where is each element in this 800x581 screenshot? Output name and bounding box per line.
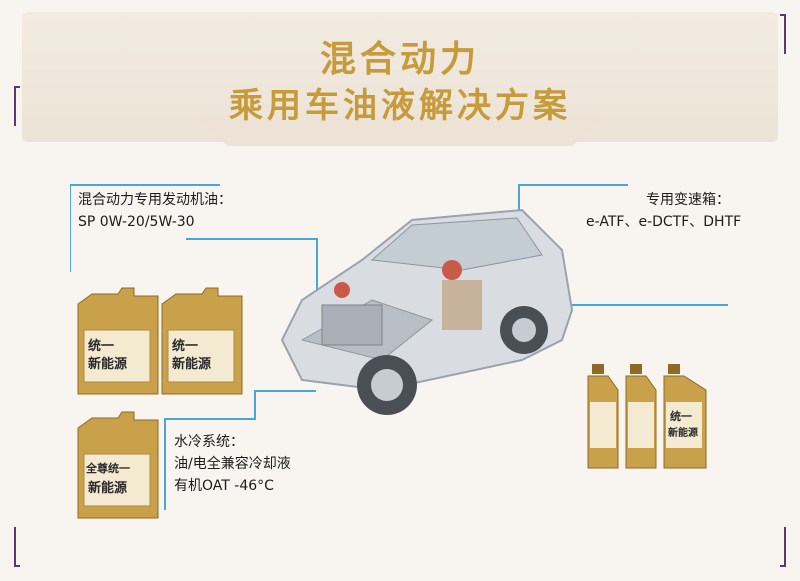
title-banner-tab — [195, 118, 605, 146]
transmission-bottom-line — [518, 304, 728, 306]
bottle-line-text: 新能源 — [668, 426, 698, 439]
coolant-jug-line-text: 新能源 — [88, 480, 127, 496]
transmission-heading: 专用变速箱： — [646, 192, 730, 208]
coolant-leader-h — [254, 390, 316, 392]
jug-brand-text: 统一 — [88, 338, 114, 354]
coolant-jug-top-text: 全尊统一 — [85, 461, 130, 475]
engine-leader-line-v — [316, 238, 318, 298]
frame-corner-bottom-left — [14, 527, 20, 567]
transmission-top-line — [518, 184, 628, 186]
coolant-heading: 水冷系统： — [174, 434, 244, 450]
engine-label-top-line — [70, 184, 220, 186]
transmission-spec: e-ATF、e-DCTF、DHTF — [586, 214, 742, 230]
jug-line-text: 新能源 — [172, 356, 211, 372]
frame-corner-top-right — [780, 14, 786, 54]
coolant-detail-2: 有机OAT -46°C — [174, 478, 274, 494]
coolant-jug: 全尊统一 新能源 — [77, 411, 159, 519]
engine-oil-jugs: 统一 新能源 统一 新能源 — [77, 287, 243, 395]
coolant-label-bracket — [164, 418, 166, 510]
coolant-leader-v — [254, 390, 256, 420]
engine-oil-spec: SP 0W-20/5W-30 — [78, 214, 195, 230]
jug-line-text: 新能源 — [88, 356, 127, 372]
engine-leader-line-h — [186, 238, 316, 240]
transmission-fluid-bottles: 统一 新能源 — [587, 364, 707, 469]
engine-label-bracket — [70, 184, 71, 272]
title-line-1: 混合动力 — [319, 39, 480, 80]
jug-brand-text: 统一 — [172, 338, 198, 354]
frame-corner-bottom-right — [780, 527, 786, 567]
coolant-detail-1: 油/电全兼容冷却液 — [174, 456, 291, 472]
bottle-brand-text: 统一 — [670, 409, 692, 423]
frame-corner-top-left — [14, 86, 20, 126]
coolant-top-line — [164, 418, 254, 420]
title-line-2: 乘用车油液解决方案 — [229, 86, 571, 126]
car-cutaway-illustration — [280, 208, 574, 415]
engine-oil-heading: 混合动力专用发动机油： — [78, 192, 232, 208]
